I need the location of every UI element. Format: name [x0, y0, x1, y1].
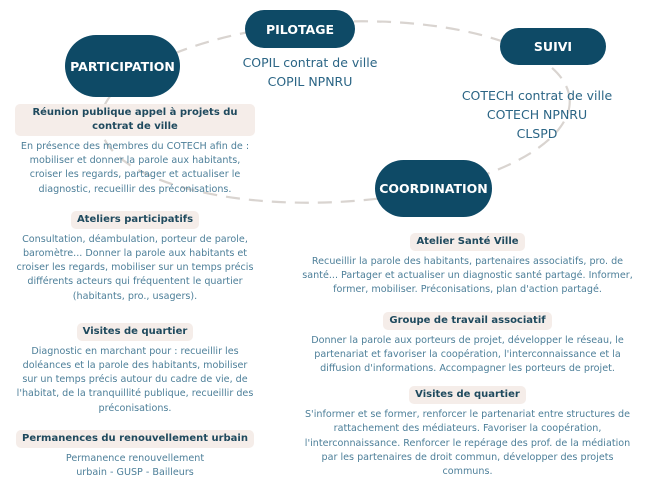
section-title: Visites de quartier [409, 386, 526, 405]
suivi-item: COTECH NPNRU [486, 107, 588, 122]
section-title: Visites de quartier [76, 322, 194, 341]
section-text: Donner la parole aux porteurs de projet,… [311, 334, 624, 375]
section-text: Recueillir la parole des habitants, part… [302, 256, 633, 296]
node-pilotage: PILOTAGE [245, 10, 355, 48]
section-text: Consultation, déambulation, porteur de p… [16, 233, 254, 302]
section-title: Réunion publique appel à projets du cont… [15, 104, 255, 136]
section-text: En présence des membres du COTECH afin d… [20, 141, 250, 195]
pilotage-item: COPIL NPNRU [267, 74, 353, 89]
section-title: Permanences du renouvellement urbain [16, 429, 254, 448]
section-text: S'informer et se former, renforcer le pa… [304, 409, 631, 478]
suivi-item: CLSPD [516, 126, 558, 141]
coordination-column: Atelier Santé Ville Recueillir la parole… [300, 229, 635, 489]
node-participation: PARTICIPATION [65, 35, 180, 97]
section-text: Permanence renouvellement urbain - GUSP … [65, 452, 205, 479]
suivi-list: COTECH contrat de ville COTECH NPNRU CLS… [452, 86, 622, 143]
section-title: Groupe de travail associatif [383, 311, 552, 330]
participation-column: Réunion publique appel à projets du cont… [15, 104, 255, 490]
suivi-item: COTECH contrat de ville [461, 88, 613, 103]
node-suivi: SUIVI [500, 28, 606, 65]
pilotage-item: COPIL contrat de ville [242, 55, 378, 70]
pilotage-list: COPIL contrat de ville COPIL NPNRU [230, 53, 390, 91]
section-title: Atelier Santé Ville [410, 233, 525, 251]
node-coordination: COORDINATION [375, 160, 492, 217]
section-title: Ateliers participatifs [70, 210, 200, 229]
section-text: Diagnostic en marchant pour : recueillir… [16, 345, 254, 414]
